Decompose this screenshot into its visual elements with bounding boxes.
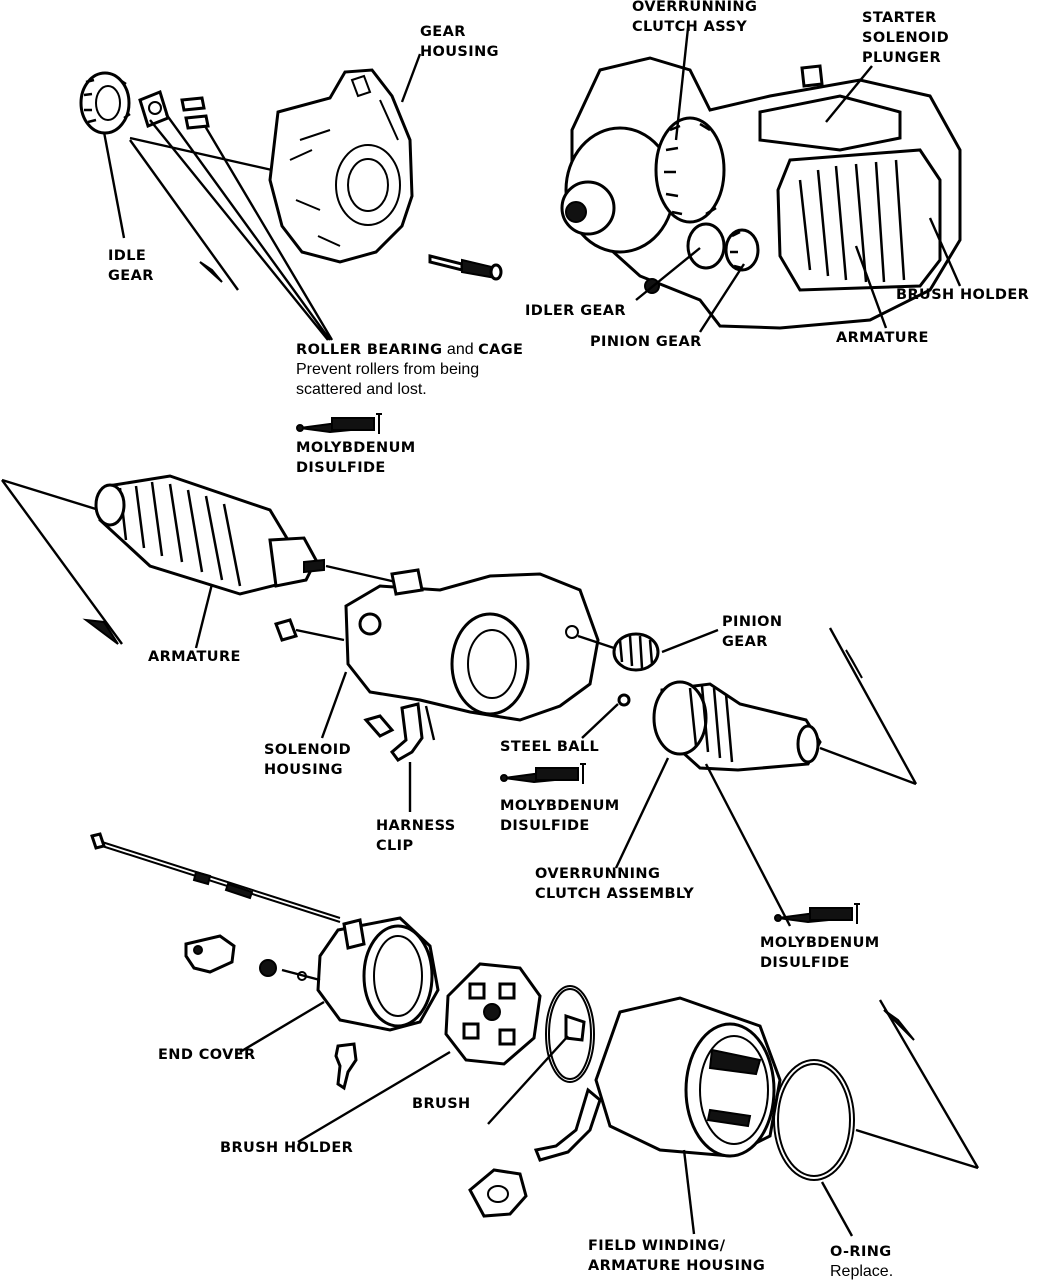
leader-gear-housing: [400, 53, 422, 103]
leader-field-winding: [682, 1149, 696, 1235]
assembly-line-end-cover: [281, 968, 321, 982]
roller-bearing-cage-part: [138, 90, 210, 130]
screw-washer-part: [259, 959, 307, 981]
solenoid-housing-part: [344, 568, 600, 722]
label-brush-holder-bottom: BRUSH HOLDER: [220, 1140, 354, 1156]
assembly-line-clutch: [819, 746, 917, 786]
label-pinion-gear-top: PINION GEAR: [590, 334, 702, 350]
label-brush: BRUSH: [412, 1096, 471, 1112]
cage-text: CAGE: [478, 342, 524, 358]
leader-armature-mid: [194, 583, 214, 649]
grease-tube-icon: [296, 413, 382, 434]
grease-tube-icon: [500, 763, 586, 784]
assembly-arrow-icon: [199, 261, 223, 283]
leader-pinion-gear-top: [698, 263, 746, 333]
gear-housing-part: [268, 68, 414, 264]
assembly-line-armature: [325, 564, 397, 584]
assembly-arrow-icon: [883, 1009, 915, 1041]
o-ring-small-part: [545, 985, 595, 1083]
leader-molybdenum-3: [704, 763, 792, 927]
screw-part: [274, 618, 298, 642]
roller-bearing-text: ROLLER BEARING: [296, 342, 443, 358]
assembly-line-harness: [424, 705, 436, 741]
through-bolt-part: [90, 832, 341, 923]
assembly-line-pinion: [577, 634, 621, 652]
small-bracket-part: [184, 934, 236, 974]
grease-tube-icon: [774, 903, 860, 924]
bolt-part: [428, 254, 503, 281]
assembly-line-bottom-right-a: [855, 1128, 979, 1170]
o-ring-part: [773, 1059, 855, 1181]
assembly-line-gear-housing: [129, 136, 273, 172]
label-steel-ball: STEEL BALL: [500, 739, 600, 755]
armature-part: [94, 474, 325, 596]
label-o-ring: O-RING: [830, 1244, 892, 1260]
leader-idle-gear: [102, 131, 126, 239]
pinion-gear-part: [612, 632, 660, 672]
terminal-part: [334, 1042, 358, 1091]
assembly-line-mid-right: [828, 627, 918, 785]
leader-starter-solenoid-plunger: [825, 65, 873, 123]
label-end-cover: END COVER: [158, 1047, 256, 1063]
leader-o-ring: [820, 1181, 854, 1237]
steel-ball-part: [617, 693, 631, 707]
leader-overrunning-clutch-assembly: [614, 757, 670, 869]
overrunning-clutch-part: [652, 680, 822, 772]
label-brush-holder-top: BRUSH HOLDER: [896, 287, 1030, 303]
leader-brush: [487, 1035, 569, 1125]
brush-lead-part: [564, 1013, 586, 1042]
assembly-line-mid-left-top: [1, 478, 113, 516]
assembly-line-bottom-right-b: [878, 999, 980, 1169]
idle-gear-part: [79, 71, 131, 135]
label-idler-gear: IDLER GEAR: [525, 303, 626, 319]
leader-overrunning-clutch-assy: [674, 27, 690, 141]
assembly-line-screw: [295, 628, 345, 642]
label-armature-mid: ARMATURE: [148, 649, 241, 665]
leader-end-cover: [239, 1000, 325, 1054]
leader-pinion-gear-mid: [661, 628, 719, 654]
label-roller-bearing-and-cage: ROLLER BEARING and CAGE: [296, 340, 523, 360]
brush-holder-part: [444, 962, 542, 1066]
and-text: and: [442, 341, 479, 358]
label-armature-top: ARMATURE: [836, 330, 929, 346]
leader-idler-gear: [635, 247, 701, 301]
leader-solenoid-housing: [320, 671, 348, 739]
leader-armature-top: [854, 245, 888, 329]
assembly-line-mid-left-bottom: [1, 479, 123, 645]
o-ring-note: Replace.: [830, 1263, 894, 1280]
leader-brush-holder-top: [928, 217, 962, 287]
assembly-line-top-left: [129, 139, 239, 291]
leader-brush-holder-bottom: [297, 1050, 451, 1144]
assembled-starter-part: [560, 56, 962, 330]
assembly-arrow-icon: [845, 649, 863, 679]
leader-steel-ball: [581, 703, 619, 739]
label-field-winding: FIELD WINDING/ARMATURE HOUSING: [588, 1238, 766, 1274]
end-cover-part: [316, 916, 440, 1032]
field-housing-part: [533, 996, 782, 1162]
assembly-arrow-icon: [82, 618, 119, 645]
harness-clip-part: [363, 702, 424, 762]
bottom-cap-part: [468, 1168, 528, 1218]
